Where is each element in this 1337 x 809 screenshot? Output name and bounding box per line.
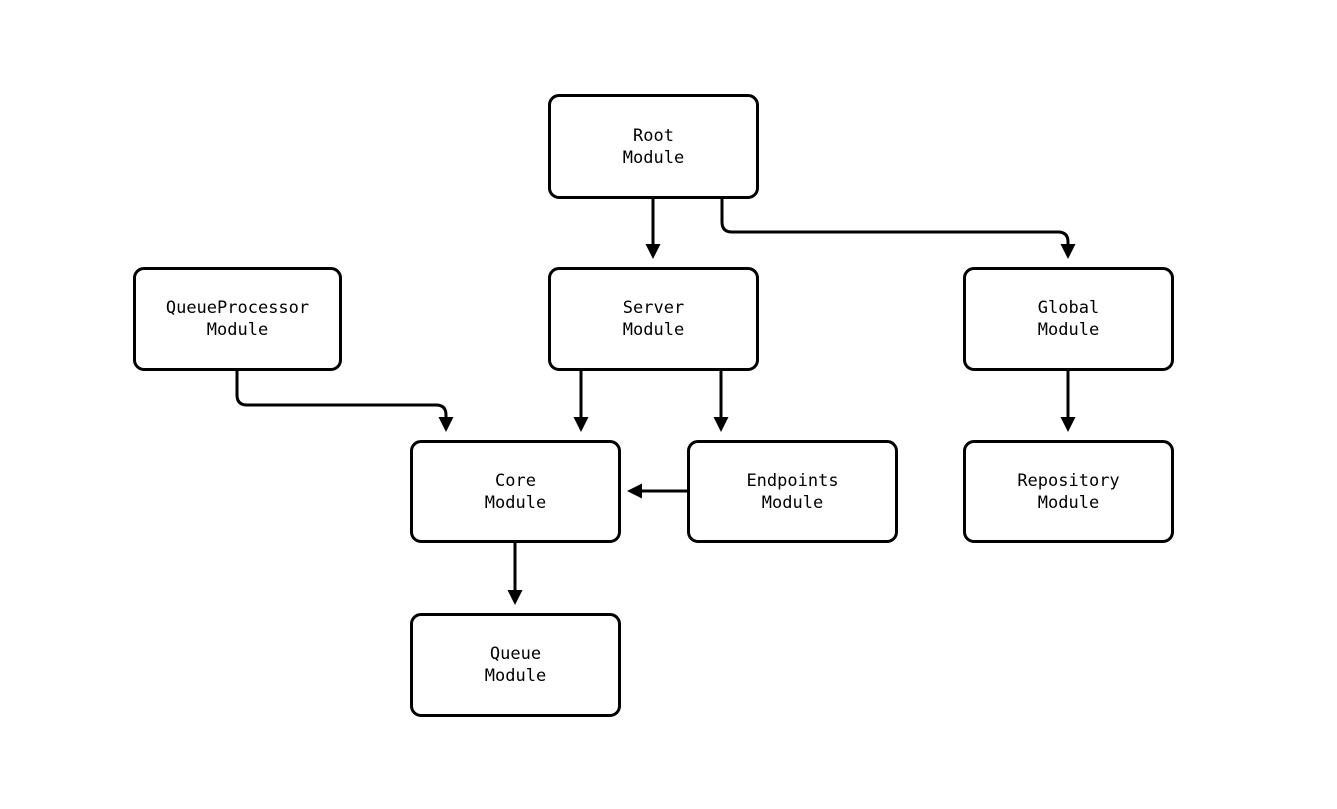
- node-server-module-line2: Module: [622, 320, 685, 340]
- node-core-module[interactable]: Core Module: [410, 440, 621, 543]
- node-global-module[interactable]: Global Module: [963, 267, 1174, 371]
- edge-global-to-repository: [1060, 371, 1076, 432]
- node-root-module-line2: Module: [622, 147, 685, 168]
- node-server-module[interactable]: Server Module: [548, 267, 759, 371]
- node-queue-module[interactable]: Queue Module: [410, 613, 621, 717]
- node-queueprocessor-module-line2: Module: [206, 320, 269, 340]
- node-repository-module-line2: Module: [1037, 492, 1100, 513]
- node-queueprocessor-module-line1: QueueProcessor: [165, 298, 310, 318]
- node-repository-module-line1: Repository: [1017, 470, 1120, 491]
- node-endpoints-module-line1: Endpoints: [746, 470, 839, 491]
- node-queueprocessor-module[interactable]: QueueProcessor Module: [133, 267, 342, 371]
- edge-endpoints-to-core: [627, 483, 687, 499]
- node-global-module-line2: Module: [1037, 320, 1100, 340]
- node-endpoints-module[interactable]: Endpoints Module: [687, 440, 898, 543]
- node-core-module-line2: Module: [484, 492, 547, 513]
- node-queue-module-line1: Queue: [489, 644, 542, 664]
- edge-root-to-global: [720, 199, 1076, 259]
- edge-server-to-core: [573, 371, 589, 432]
- node-queue-module-line2: Module: [484, 666, 547, 686]
- edge-server-to-endpoints: [713, 371, 729, 432]
- node-server-module-line1: Server: [622, 298, 685, 318]
- node-endpoints-module-line2: Module: [761, 492, 824, 513]
- node-global-module-line1: Global: [1037, 298, 1100, 318]
- node-root-module-line1: Root: [633, 125, 674, 146]
- node-repository-module[interactable]: Repository Module: [963, 440, 1174, 543]
- edge-queueprocessor-to-core: [235, 371, 454, 432]
- edge-root-to-server: [645, 199, 661, 259]
- edge-core-to-queue: [507, 543, 523, 605]
- node-root-module[interactable]: Root Module: [548, 94, 759, 199]
- node-core-module-line1: Core: [495, 470, 536, 491]
